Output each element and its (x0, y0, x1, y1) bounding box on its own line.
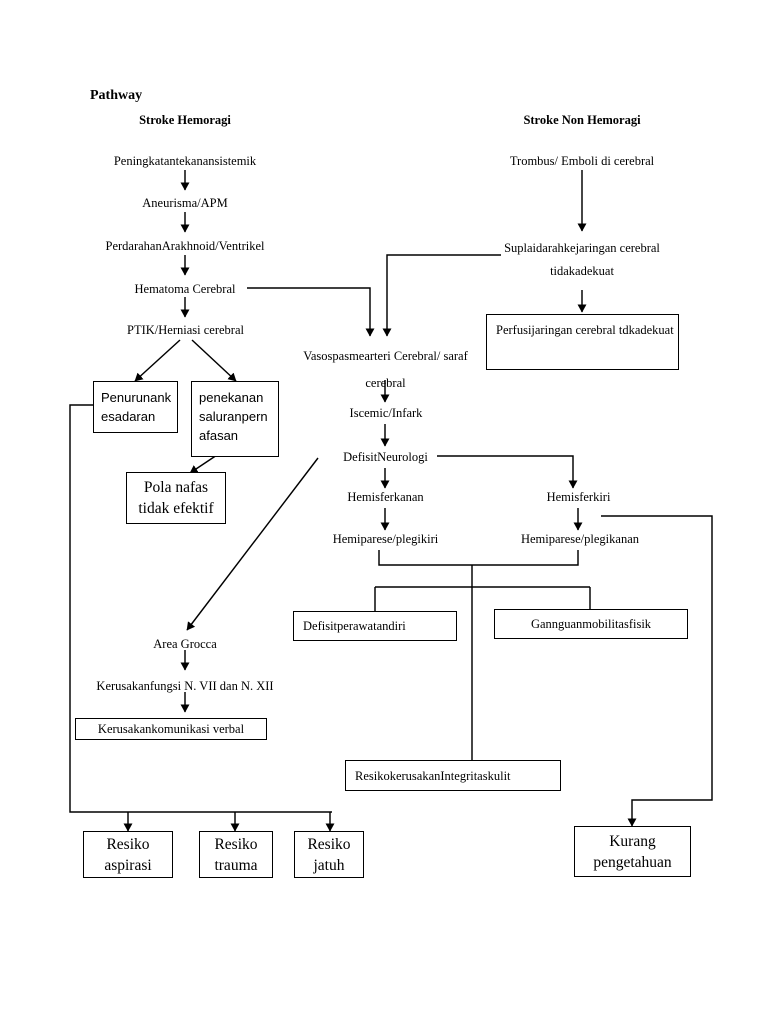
node-hematoma: Hematoma Cerebral (134, 282, 236, 296)
box-penekanan-saluran[interactable]: penekanan saluranpern afasan (191, 381, 279, 457)
box-resiko-integritas-kulit[interactable]: ResikokerusakanIntegritaskulit (345, 760, 561, 791)
box-resiko-trauma[interactable]: Resiko trauma (199, 831, 273, 878)
node-peningkatan: Peningkatantekanansistemik (113, 154, 257, 168)
node-vasospasme: Vasospasmearteri Cerebral/ saraf cerebra… (303, 349, 468, 390)
box-resiko-aspirasi[interactable]: Resiko aspirasi (83, 831, 173, 878)
box-pola-nafas[interactable]: Pola nafas tidak efektif (126, 472, 226, 524)
header-stroke-non-hemoragi: Stroke Non Hemoragi (523, 113, 641, 127)
box-kerusakan-komunikasi[interactable]: Kerusakankomunikasi verbal (75, 718, 267, 740)
page-title: Pathway (90, 88, 143, 103)
edge-suplai-vasospasme (382, 254, 501, 337)
node-ptik: PTIK/Herniasi cerebral (127, 323, 244, 337)
node-iscemic: Iscemic/Infark (349, 406, 423, 420)
box-perfusi-jaringan[interactable]: Perfusijaringan cerebral tdkadekuat (486, 314, 679, 370)
node-kerusakan-fungsi: Kerusakanfungsi N. VII dan N. XII (96, 679, 274, 693)
header-stroke-hemoragi: Stroke Hemoragi (139, 113, 231, 127)
edge-hematoma-vasospasme (247, 287, 375, 337)
box-kurang-pengetahuan[interactable]: Kurang pengetahuan (574, 826, 691, 877)
node-defisit-neurologi: DefisitNeurologi (343, 450, 428, 464)
node-suplai: Suplaidarahkejaringan cerebral tidakadek… (504, 241, 660, 278)
node-hemiparese-kiri: Hemiparese/plegikiri (332, 532, 439, 546)
node-area-grocca: Area Grocca (153, 637, 217, 651)
edge-ptik-penekanan (191, 339, 237, 382)
edge-ptik-penurunan (134, 339, 181, 382)
edge-penurunan-bottombus (69, 404, 332, 813)
edge-hemiparese-bus (378, 550, 579, 566)
node-aneurisma: Aneurisma/APM (142, 196, 228, 210)
node-trombus: Trombus/ Emboli di cerebral (509, 154, 655, 168)
node-hemisfer-kiri: Hemisferkiri (546, 490, 611, 504)
edge-hemisferkiri-kurangpengetahuan (601, 515, 713, 827)
box-resiko-jatuh[interactable]: Resiko jatuh (294, 831, 364, 878)
node-hemisfer-kanan: Hemisferkanan (347, 490, 424, 504)
node-perdarahan: PerdarahanArakhnoid/Ventrikel (105, 239, 265, 253)
node-hemiparese-kanan: Hemiparese/plegikanan (520, 532, 639, 546)
box-gangguan-mobilitas[interactable]: Gannguanmobilitasfisik (494, 609, 688, 639)
box-penurunan-kesadaran[interactable]: Penurunank esadaran (93, 381, 178, 433)
edge-defisit-hemisferkiri (437, 455, 578, 489)
box-defisit-perawatan-diri[interactable]: Defisitperawatandiri (293, 611, 457, 641)
